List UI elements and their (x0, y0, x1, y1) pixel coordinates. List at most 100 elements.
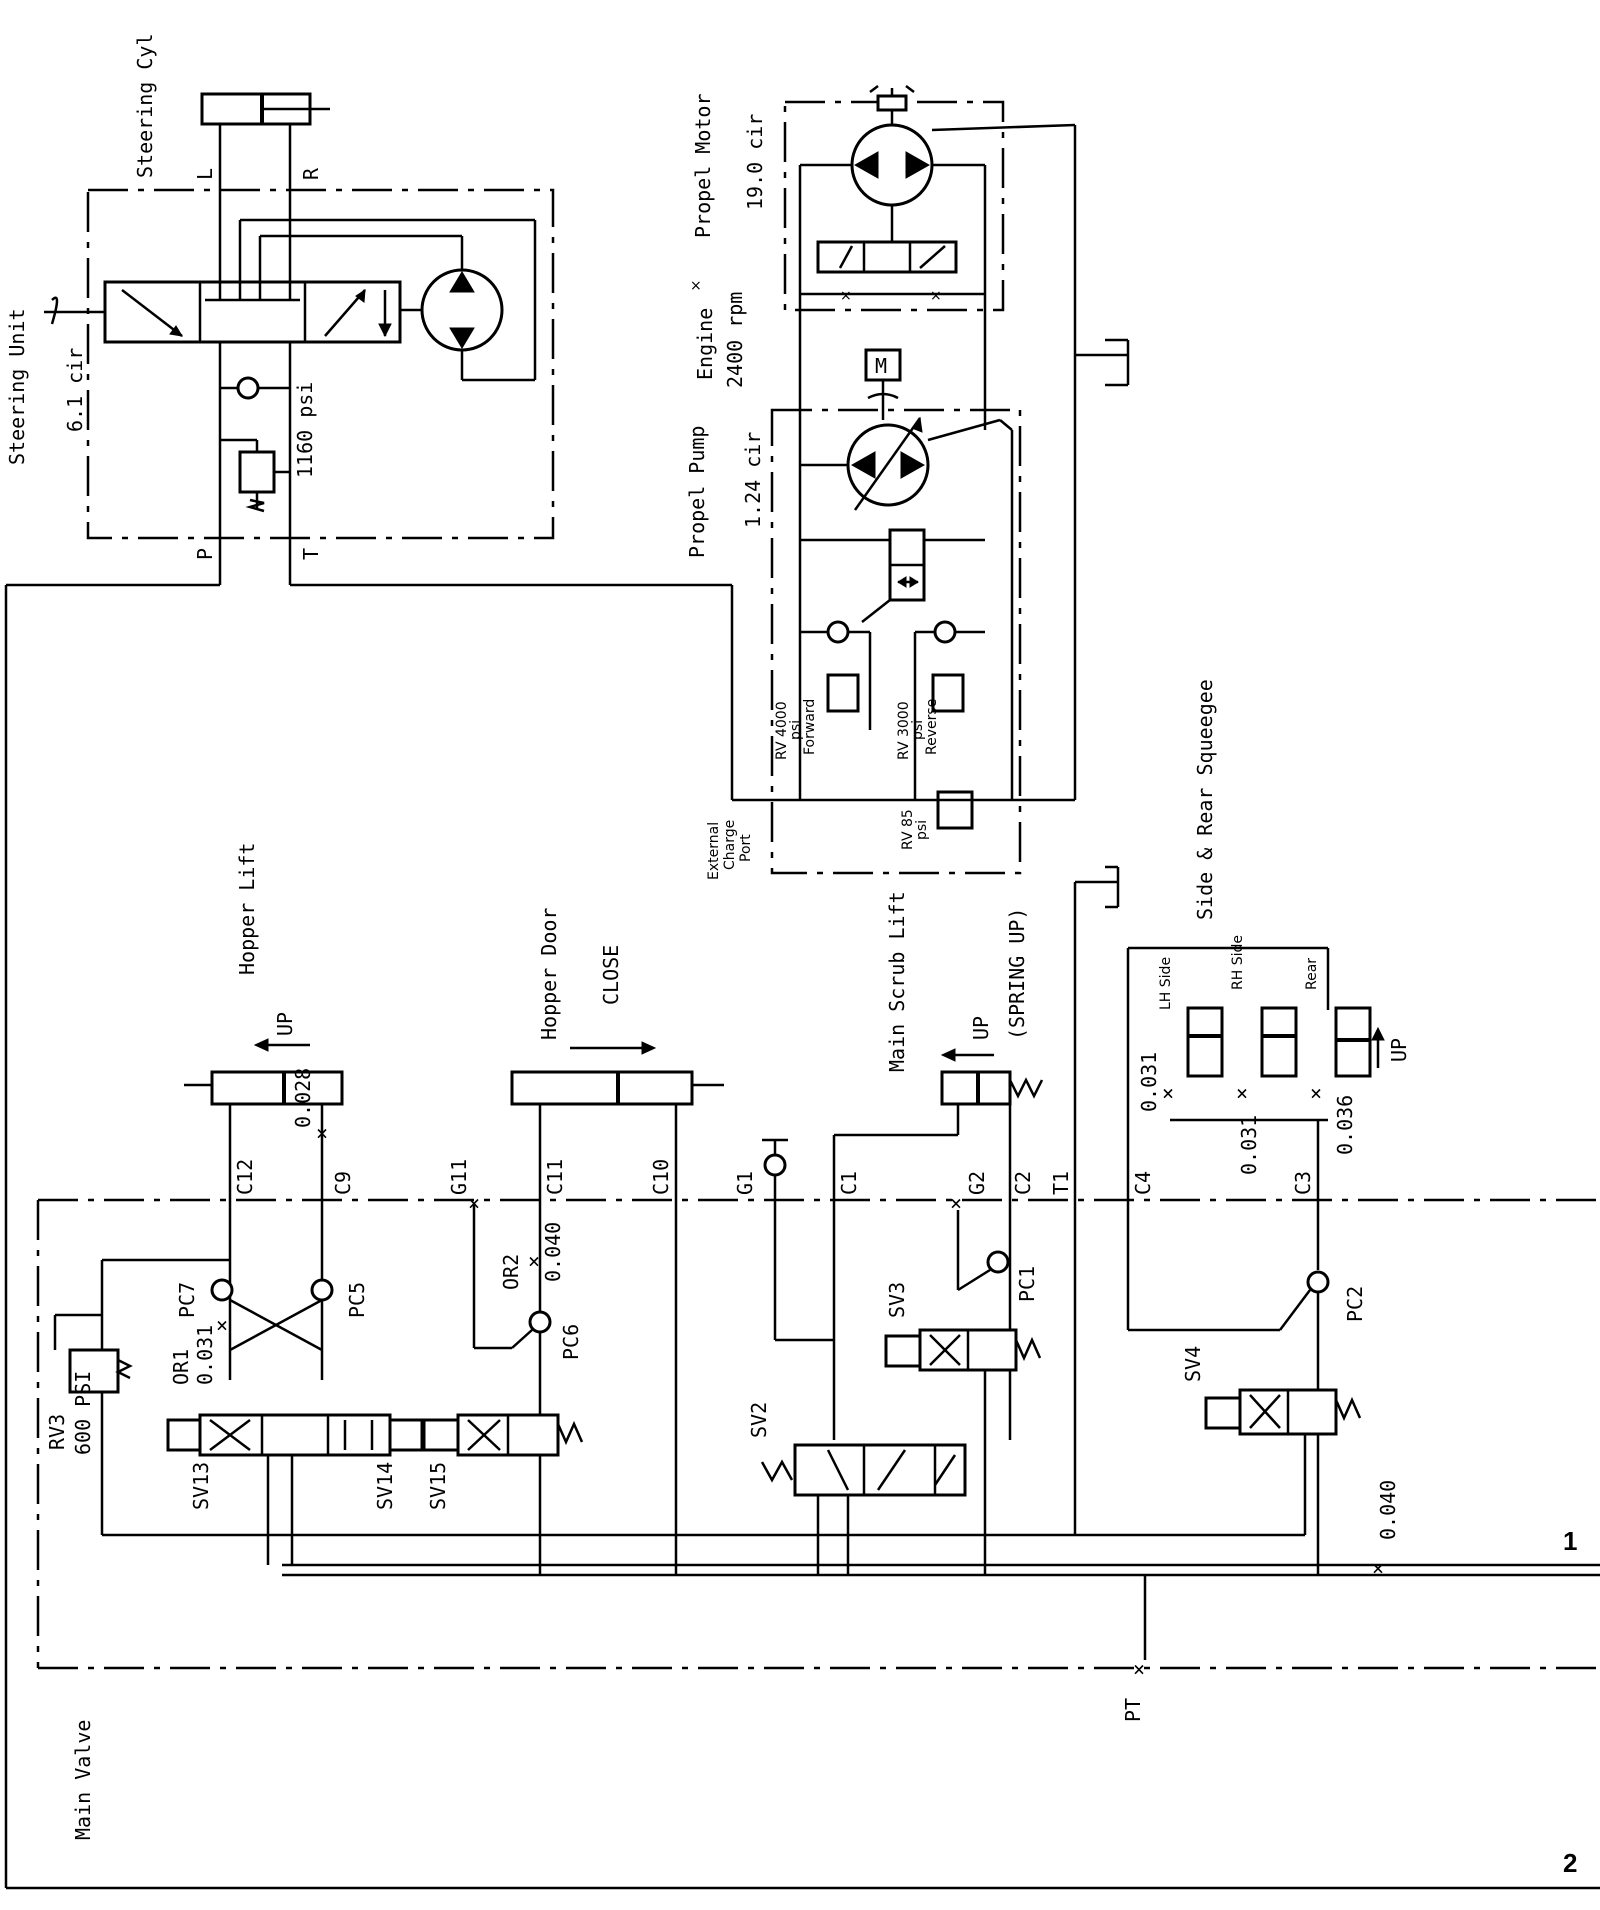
sv15-label: SV15 (426, 1462, 450, 1510)
main-scrub-lift-label: Main Scrub Lift (885, 891, 909, 1072)
hopper-door-cylinder (510, 1070, 694, 1106)
port-G1-label: G1 (733, 1171, 757, 1195)
rear-label: Rear (1304, 958, 1320, 990)
steering-wheel-icon (44, 296, 105, 325)
sv3-solenoid-icon (884, 1334, 922, 1368)
propel-shuttle-valve (816, 240, 958, 274)
rv-charge-label: RV 85 psi (900, 809, 930, 850)
sv4-solenoid-icon (1204, 1396, 1242, 1430)
x-mark-036: × (1310, 1081, 1322, 1105)
hopper-lift-cylinder (210, 1070, 344, 1106)
page-mark-2: 2 (1563, 1848, 1577, 1878)
sv13-solenoid-icon (166, 1418, 202, 1452)
steering-relief-label: 1160 psi (293, 382, 317, 478)
sv14-label: SV14 (373, 1462, 397, 1510)
port-G2-label: G2 (965, 1171, 989, 1195)
steering-valve (103, 280, 402, 344)
svg-text:psi: psi (914, 820, 930, 840)
propel-motor-disp: 19.0 cir (743, 114, 767, 210)
sv3-label: SV3 (885, 1282, 909, 1318)
pc1-label: PC1 (1015, 1266, 1039, 1302)
port-P-label: P (193, 548, 217, 560)
x-mark-2: × (840, 288, 852, 304)
pc5-check-icon (310, 1278, 334, 1302)
hopper-door-label: Hopper Door (537, 908, 561, 1040)
svg-text:psi: psi (788, 720, 804, 740)
propel-pump-disp: 1.24 cir (741, 432, 765, 528)
svg-text:RV 4000: RV 4000 (774, 701, 790, 760)
rv3-label: RV3 (45, 1414, 69, 1450)
main-valve-label: Main Valve (71, 1720, 95, 1840)
pc6-check-icon (528, 1310, 552, 1334)
scrub-lift-up: UP (969, 1016, 993, 1040)
tank-icon-2 (1073, 865, 1120, 1535)
or2-label: OR2 (499, 1254, 523, 1290)
x-mark-031b: × (1162, 1081, 1174, 1105)
port-PT-label: PT (1121, 1698, 1145, 1722)
or1-label: OR1 (169, 1349, 193, 1385)
x-mark-040b: × (1372, 1556, 1384, 1580)
engine-rpm: 2400 rpm (723, 292, 747, 388)
tank-icon (1075, 338, 1130, 387)
orifice-031a: 0.031 (193, 1325, 217, 1385)
steering-check-valve-icon (236, 376, 260, 400)
port-L-label: L (193, 168, 217, 180)
x-mark-g2: × (950, 1191, 962, 1215)
side-rear-label: Side & Rear Squeegee (1193, 679, 1217, 920)
reverse-check-icon (933, 620, 957, 644)
sv13-label: SV13 (189, 1462, 213, 1510)
sv2-label: SV2 (747, 1402, 771, 1438)
orifice-028: 0.028 (291, 1068, 315, 1128)
port-T-label: T (299, 548, 323, 560)
port-C9-label: C9 (331, 1171, 355, 1195)
svg-text:External: External (706, 822, 722, 880)
steering-cyl-label: Steering Cyl (133, 34, 157, 179)
pc7-label: PC7 (175, 1282, 199, 1318)
port-R-label: R (299, 167, 323, 180)
steering-displacement: 6.1 cir (63, 348, 87, 432)
port-C2-label: C2 (1011, 1171, 1035, 1195)
steering-section: Steering Cyl Steering Unit 6.1 cir 1160 … (5, 34, 732, 587)
hopper-door-close: CLOSE (599, 945, 623, 1005)
svg-text:Reverse: Reverse (924, 699, 940, 755)
rv-forward-label: RV 4000 psi Forward (774, 699, 818, 760)
svg-text:RV 3000: RV 3000 (896, 701, 912, 760)
rh-side-label: RH Side (1230, 935, 1246, 990)
steering-unit-label: Steering Unit (5, 308, 29, 465)
svg-text:RV 85: RV 85 (900, 809, 916, 850)
x-mark-028: × (316, 1121, 328, 1145)
x-mark-3: × (930, 288, 942, 304)
main-valve-section: Main Valve × PT × 0.040 1 2 Hopper Lift … (4, 585, 1600, 1890)
pc2-label: PC2 (1343, 1286, 1367, 1322)
orifice-031b: 0.031 (1137, 1052, 1161, 1112)
port-T1-label: T1 (1049, 1171, 1073, 1195)
port-C11-label: C11 (543, 1159, 567, 1195)
port-G11-label: G11 (447, 1159, 471, 1195)
svg-text:Forward: Forward (802, 699, 818, 755)
external-charge-port-label: External Charge Port (706, 820, 754, 880)
propel-pump-boundary (770, 408, 1022, 875)
sv4-label: SV4 (1181, 1346, 1205, 1382)
rv3-psi: 600 PSI (71, 1371, 95, 1455)
x-mark-g11: × (468, 1191, 480, 1215)
hopper-lift-label: Hopper Lift (235, 843, 259, 975)
pc6-label: PC6 (559, 1324, 583, 1360)
lh-side-label: LH Side (1158, 957, 1174, 1010)
engine-M-box (864, 348, 902, 382)
forward-relief-valve (826, 673, 860, 713)
propel-pump-label: Propel Pump (685, 426, 709, 558)
x-mark-031a: × (216, 1313, 228, 1337)
port-C10-label: C10 (649, 1159, 673, 1195)
engine-M-symbol: M (875, 354, 887, 378)
svg-text:psi: psi (910, 720, 926, 740)
pc2-check-icon (1306, 1270, 1330, 1294)
svg-text:Charge: Charge (722, 820, 738, 870)
steering-relief-valve (238, 450, 276, 494)
g1-check-icon (763, 1153, 787, 1177)
svg-text:Port: Port (738, 834, 754, 862)
x-mark-pt: × (1133, 1657, 1145, 1681)
engine-label: Engine (693, 308, 717, 380)
steering-unit-boundary (86, 188, 555, 540)
squeegee-up: UP (1387, 1038, 1411, 1062)
rv-reverse-label: RV 3000 psi Reverse (896, 699, 940, 760)
